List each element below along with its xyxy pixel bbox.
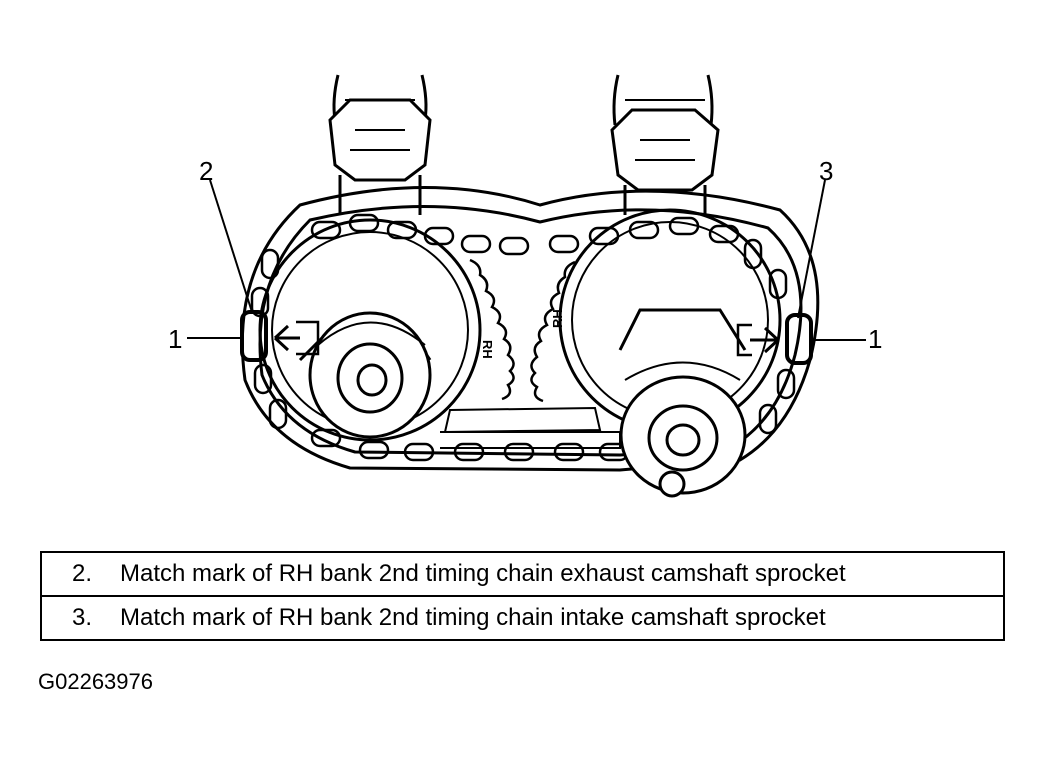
leader-lines [187,179,866,341]
exhaust-camshaft-sprocket [258,218,515,442]
timing-chain [240,186,820,472]
legend-cell: 2. Match mark of RH bank 2nd timing chain… [40,551,1005,597]
callout-3: 3 [819,156,834,186]
right-camshaft [610,74,720,215]
legend-text: Match mark of RH bank 2nd timing chain i… [120,604,826,631]
figure-code: G02263976 [38,669,153,694]
left-camshaft [328,74,432,215]
timing-chain-illustration: RH RH [187,74,866,498]
legend-cell: 3. Match mark of RH bank 2nd timing chain… [40,595,1005,641]
callout-1-left: 1 [168,324,183,354]
callout-2: 2 [199,156,214,186]
left-sprocket-stamp: RH [480,340,495,359]
intake-camshaft-sprocket [530,208,782,498]
chain-guide [440,406,621,449]
legend-row: 3. Match mark of RH bank 2nd timing chain… [40,595,1005,641]
legend-row: 2. Match mark of RH bank 2nd timing chain… [40,551,1005,597]
legend-text: Match mark of RH bank 2nd timing chain e… [120,560,846,587]
right-sprocket-stamp: RH [550,309,565,328]
legend-table: 2. Match mark of RH bank 2nd timing chain… [40,551,1005,641]
callout-1-right: 1 [868,324,883,354]
legend-number: 3. [72,604,93,631]
legend-number: 2. [72,560,93,587]
left-match-mark [240,310,320,362]
